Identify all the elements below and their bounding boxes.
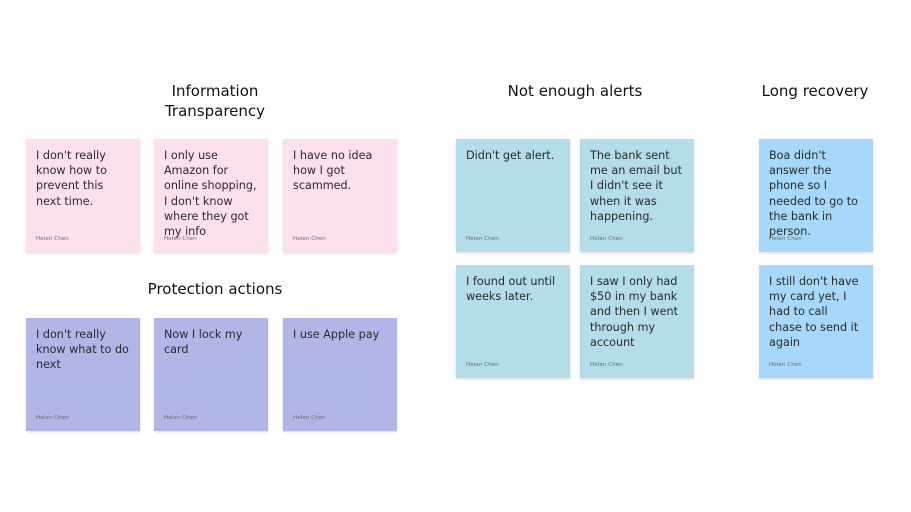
sticky-note[interactable]: I have no idea how I got scammed. Helen …	[283, 139, 397, 252]
sticky-note[interactable]: I found out until weeks later. Helen Che…	[456, 265, 570, 378]
sticky-note-text: Now I lock my card	[164, 328, 243, 357]
sticky-note-text: I only use Amazon for online shopping, I…	[164, 149, 257, 239]
group-title-information-transparency: Information Transparency	[164, 82, 266, 120]
sticky-note-author: Helen Chen	[164, 236, 197, 242]
sticky-note-author: Helen Chen	[466, 236, 499, 242]
sticky-note[interactable]: Boa didn't answer the phone so I needed …	[759, 139, 873, 252]
sticky-note-author: Helen Chen	[164, 415, 197, 421]
group-title-long-recovery: Long recovery	[761, 82, 869, 100]
sticky-note[interactable]: Didn't get alert. Helen Chen	[456, 139, 570, 252]
sticky-note[interactable]: I saw I only had $50 in my bank and then…	[580, 265, 694, 378]
sticky-note[interactable]: I use Apple pay Helen Chen	[283, 318, 397, 431]
sticky-note[interactable]: I don't really know what to do next Hele…	[26, 318, 140, 431]
sticky-note-author: Helen Chen	[769, 362, 802, 368]
group-title-not-enough-alerts: Not enough alerts	[507, 82, 643, 100]
sticky-note-text: Boa didn't answer the phone so I needed …	[769, 149, 859, 239]
sticky-note-author: Helen Chen	[36, 415, 69, 421]
sticky-note[interactable]: I still don't have my card yet, I had to…	[759, 265, 873, 378]
sticky-note-text: I use Apple pay	[293, 328, 380, 341]
sticky-note-author: Helen Chen	[293, 415, 326, 421]
sticky-note[interactable]: The bank sent me an email but I didn't s…	[580, 139, 694, 252]
sticky-note[interactable]: Now I lock my card Helen Chen	[154, 318, 268, 431]
sticky-note-author: Helen Chen	[590, 236, 623, 242]
sticky-note-author: Helen Chen	[36, 236, 69, 242]
sticky-note-author: Helen Chen	[590, 362, 623, 368]
sticky-note[interactable]: I don't really know how to prevent this …	[26, 139, 140, 252]
sticky-note-author: Helen Chen	[293, 236, 326, 242]
sticky-note[interactable]: I only use Amazon for online shopping, I…	[154, 139, 268, 252]
sticky-note-text: I saw I only had $50 in my bank and then…	[590, 275, 678, 349]
sticky-note-text: The bank sent me an email but I didn't s…	[590, 149, 682, 223]
group-title-protection-actions: Protection actions	[147, 280, 283, 298]
sticky-note-text: I don't really know how to prevent this …	[36, 149, 107, 208]
sticky-note-author: Helen Chen	[769, 236, 802, 242]
sticky-note-text: I have no idea how I got scammed.	[293, 149, 373, 193]
sticky-note-text: I don't really know what to do next	[36, 328, 129, 372]
sticky-note-text: I found out until weeks later.	[466, 275, 556, 304]
sticky-note-text: I still don't have my card yet, I had to…	[769, 275, 859, 349]
sticky-note-text: Didn't get alert.	[466, 149, 555, 162]
sticky-note-author: Helen Chen	[466, 362, 499, 368]
